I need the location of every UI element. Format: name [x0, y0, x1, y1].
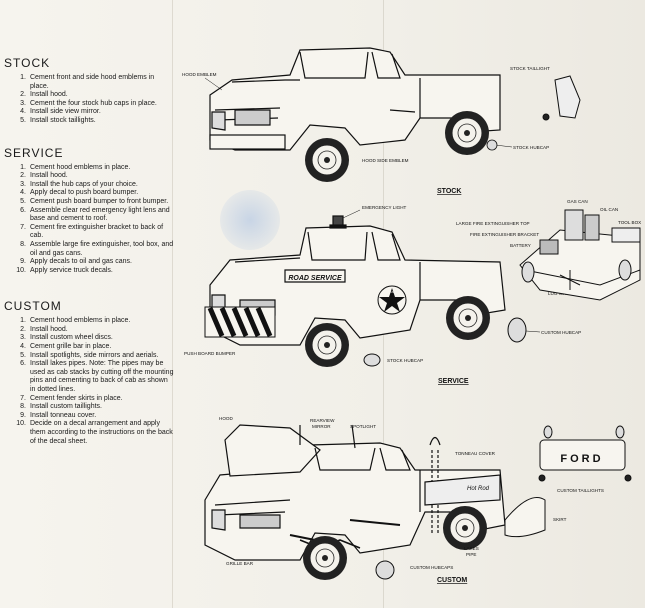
step-item: 10.Decide on a decal arrangement and app… — [16, 420, 173, 445]
step-item: 8.Install custom taillights. — [20, 403, 102, 411]
fender-skirt-detail — [504, 497, 546, 538]
fold-line — [172, 0, 173, 608]
stock-taillight-detail — [542, 75, 581, 121]
step-list: 1.Cement hood emblems in place. 2.Instal… — [4, 164, 174, 276]
truck-illustrations: HOOD EMBLEM STOCK TAILLIGHT STOCK HUBCAP… — [182, 47, 641, 584]
stock-truck-drawing — [209, 47, 501, 151]
label-fire-ext-bracket: FIRE EXTINGUISHER BRACKET — [470, 232, 539, 237]
custom-front-wheel — [302, 535, 348, 581]
custom-hubcap-detail-2 — [375, 560, 395, 580]
stock-front-wheel — [304, 137, 350, 183]
step-item: 6.Assemble clear red emergency light len… — [20, 206, 170, 223]
label-emergency-light: EMERGENCY LIGHT — [362, 205, 407, 210]
label-grille-bar: GRILLE BAR — [226, 561, 254, 566]
water-stain — [220, 190, 280, 250]
step-item: 9.Install tonneau cover. — [20, 411, 97, 419]
step-item: 8.Assemble large fire extinguisher, tool… — [20, 240, 174, 257]
step-item: 2.Install hood. — [20, 172, 68, 180]
step-item: 3.Cement the four stock hub caps in plac… — [20, 99, 157, 107]
section-custom: CUSTOM 1.Cement hood emblems in place. 2… — [4, 299, 174, 446]
section-title: CUSTOM — [4, 299, 62, 314]
step-item: 4.Apply decal to push board bumper. — [20, 189, 139, 197]
section-title: SERVICE — [4, 145, 64, 160]
step-item: 5.Install stock taillights. — [20, 116, 96, 124]
label-push-board-bumper: PUSH BOARD BUMPER — [184, 351, 236, 356]
label-tonneau-cover: TONNEAU COVER — [455, 451, 496, 456]
step-item: 4.Install side view mirror. — [20, 108, 101, 116]
label-custom-hubcap: CUSTOM HUBCAP — [541, 330, 581, 335]
custom-rear-wheel — [442, 505, 488, 551]
tailgate-ford-lettering: FORD — [560, 453, 603, 465]
stock-rear-wheel — [444, 110, 490, 156]
caption-stock: STOCK — [437, 188, 461, 195]
custom-truck-drawing — [204, 424, 506, 561]
custom-hubcap-detail — [507, 317, 527, 343]
label-skirt: SKIRT — [553, 517, 567, 522]
step-item: 1.Cement hood emblems in place. — [20, 163, 131, 171]
service-front-wheel — [304, 322, 350, 368]
caption-service: SERVICE — [438, 378, 469, 385]
step-item: 7.Cement fire extinguisher bracket to ba… — [20, 223, 164, 240]
step-item: 2.Install hood. — [20, 325, 68, 333]
label-battery: BATTERY — [510, 243, 531, 248]
stock-hubcap-detail-2 — [363, 353, 381, 367]
step-item: 1.Cement front and side hood emblems in … — [20, 74, 155, 90]
label-rearview-mirror: REARVIEW — [310, 418, 335, 423]
step-item: 7.Cement fender skirts in place. — [20, 394, 123, 402]
step-item: 5.Install spotlights, side mirrors and a… — [20, 351, 159, 359]
section-title: STOCK — [4, 56, 51, 70]
step-list: 1.Cement hood emblems in place. 2.Instal… — [4, 317, 174, 446]
stock-hubcap-detail — [486, 139, 498, 151]
step-item: 6.Install lakes pipes. Note: The pipes m… — [20, 360, 174, 394]
section-stock: STOCK 1.Cement front and side hood emble… — [4, 56, 174, 126]
label-large-fire-ext-top: LARGE FIRE EXTINGUISHER TOP — [456, 221, 530, 226]
label-hood-side-emblem: HOOD SIDE EMBLEM — [362, 158, 409, 163]
step-item: 3.Install the hub caps of your choice. — [20, 180, 138, 188]
texaco-star-text: TEXACO — [386, 290, 399, 294]
step-item: 10.Apply service truck decals. — [16, 266, 113, 274]
label-stock-hubcap: STOCK HUBCAP — [513, 145, 549, 150]
label-oil-can: OIL CAN — [600, 207, 618, 212]
step-item: 4.Cement grille bar in place. — [20, 343, 112, 351]
step-item: 9.Apply decals to oil and gas cans. — [20, 258, 132, 266]
label-custom-hubcaps: CUSTOM HUBCAPS — [410, 565, 453, 570]
door-decal-road-service: ROAD SERVICE — [288, 275, 342, 282]
label-tool-box: TOOL BOX — [618, 220, 641, 225]
label-hood: HOOD — [219, 416, 233, 421]
label-lakes-pipe: LAKES — [464, 546, 479, 551]
caption-custom: CUSTOM — [437, 577, 467, 584]
texaco-star-emblem — [377, 285, 407, 315]
label-rearview-mirror-2: MIRROR — [312, 424, 331, 429]
label-lakes-pipe-2: PIPE — [466, 552, 476, 557]
push-board-bumper — [204, 306, 276, 338]
step-item: 3.Install custom wheel discs. — [20, 334, 113, 342]
label-stock-hubcap-service: STOCK HUBCAP — [387, 358, 423, 363]
label-gas-can: GAS CAN — [567, 199, 588, 204]
label-spotlight: SPOTLIGHT — [350, 424, 376, 429]
service-rear-wheel — [445, 295, 491, 341]
label-hood-emblem: HOOD EMBLEM — [182, 72, 217, 77]
custom-taillights-detail — [538, 425, 632, 482]
section-service: SERVICE 1.Cement hood emblems in place. … — [4, 146, 174, 276]
instructions-column: STOCK 1.Cement front and side hood emble… — [4, 56, 174, 446]
side-script-decal: Hot Rod — [467, 486, 490, 492]
step-list: 1.Cement front and side hood emblems in … — [4, 74, 174, 126]
label-stock-taillight: STOCK TAILLIGHT — [510, 66, 550, 71]
step-item: 1.Cement hood emblems in place. — [20, 317, 131, 325]
step-item: 2.Install hood. — [20, 91, 68, 99]
service-accessories-tray — [519, 209, 641, 301]
label-custom-taillights: CUSTOM TAILLIGHTS — [557, 488, 604, 493]
step-item: 5.Cement push board bumper to front bump… — [20, 197, 169, 205]
